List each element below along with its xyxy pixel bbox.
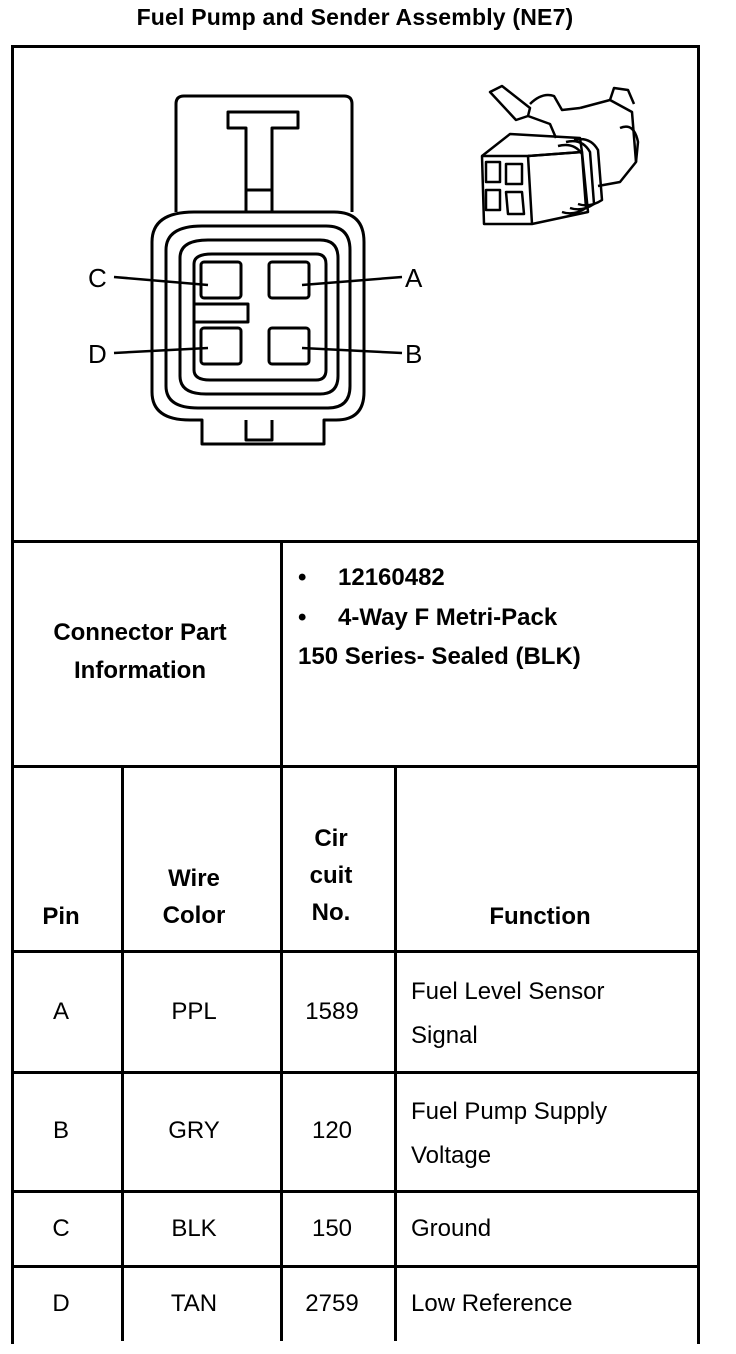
divider-info [11,765,700,768]
divider-row-a [11,1071,700,1074]
row-a-function: Fuel Level Sensor Signal [411,978,605,1050]
connector-part-info-label: Connector Part Information [16,614,264,691]
header-circuit: Cir cuit No. [292,820,370,932]
row-a-circuit: 1589 [305,998,359,1025]
connector-latch [174,94,354,212]
column-divider-function [394,765,397,1341]
row-c-function: Ground [411,1215,492,1242]
cavity-c [199,260,243,300]
divider-header [11,950,700,953]
connector-type-item: •4-Way F Metri-Pack [298,603,558,631]
connector-face-diagram: C A D B [88,94,423,446]
row-d-function: Low Reference [411,1290,573,1317]
pin-label-a: A [405,263,423,293]
connector-key [194,302,250,324]
pin-label-b: B [405,339,422,369]
connector-3d-illustration [480,84,640,226]
row-a-wire-color: PPL [171,998,217,1025]
connector-part-info-values: •12160482 •4-Way F Metri-Pack 150 Series… [298,558,690,677]
column-divider-circuit [280,540,283,1341]
connector-type: 4-Way F Metri-Pack [338,603,558,631]
row-c-wire-color: BLK [171,1215,217,1242]
connector-frame [11,45,700,1344]
connector-shell [150,210,366,446]
row-d-pin: D [52,1290,70,1317]
cavity-a [267,260,311,300]
row-b-pin: B [52,1117,69,1144]
header-pin: Pin [14,898,108,935]
row-b-circuit: 120 [311,1117,353,1144]
part-number: 12160482 [338,564,445,591]
header-function-text: Function [489,903,591,930]
header-circuit-text: Cir cuit No. [309,825,353,927]
row-d-wire-color: TAN [170,1290,218,1317]
column-divider-wire [121,765,124,1341]
page-title: Fuel Pump and Sender Assembly (NE7) [136,4,574,30]
row-b-function: Fuel Pump Supply Voltage [411,1098,608,1170]
pin-label-c: C [88,263,107,293]
header-pin-text: Pin [42,903,80,930]
row-a-pin: A [52,998,69,1025]
divider-row-c [11,1265,700,1268]
cavity-d [199,326,243,366]
header-function: Function [402,898,678,935]
header-wire-color: Wire Color [140,860,248,934]
row-b-wire-color: GRY [168,1117,220,1144]
pin-label-d: D [88,339,107,369]
divider-diagram [11,540,700,543]
row-d-circuit: 2759 [305,1290,359,1317]
connector-part-info-label-text: Connector Part Information [53,619,227,685]
part-number-item: •12160482 [298,564,445,591]
divider-row-b [11,1190,700,1193]
row-c-circuit: 150 [311,1215,353,1242]
row-c-pin: C [52,1215,70,1242]
header-wire-color-text: Wire Color [162,865,226,930]
cavity-b [267,326,311,366]
connector-series: 150 Series- Sealed (BLK) [298,643,581,671]
